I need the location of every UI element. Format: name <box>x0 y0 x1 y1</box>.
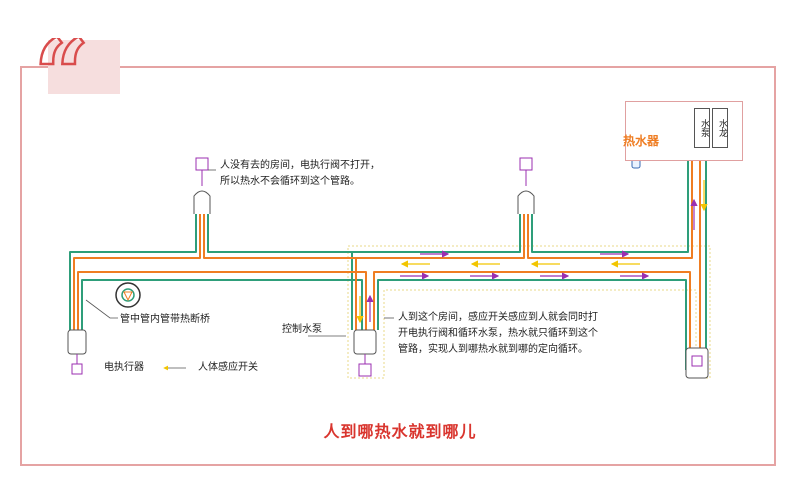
flow-arrows <box>356 180 708 324</box>
water-pump-box: 水泵 <box>694 108 710 148</box>
valves <box>67 157 709 379</box>
quote-mark-icon: “ <box>34 38 120 98</box>
actuator-label: 电执行器 <box>104 362 144 373</box>
valve-middle <box>353 329 377 377</box>
pipe-bridge-label: 管中管内管带热断桥 <box>120 314 210 325</box>
faucet-box: 水龙 <box>712 108 728 148</box>
note-right-line2: 开电执行阀和循环水泵，热水就只循环到这个 <box>398 328 598 339</box>
pipe-section-icon <box>115 282 141 308</box>
diagram-frame <box>20 66 776 466</box>
valve-top-middle <box>517 157 535 214</box>
note-right-line1: 人到这个房间，感应开关感应到人就会同时打 <box>398 312 598 323</box>
note-right-line3: 管路，实现人到哪热水就到哪的定向循环。 <box>398 344 588 355</box>
leader-lines <box>85 169 394 371</box>
diagram-title: 人到哪热水就到哪儿 <box>323 422 477 441</box>
active-loop-outline <box>347 245 711 379</box>
sensor-switch-label: 人体感应开关 <box>198 362 258 373</box>
svg-text:“: “ <box>34 38 89 98</box>
valve-left <box>67 329 87 375</box>
valve-right <box>685 347 709 379</box>
note-top-line1: 人没有去的房间，电执行阀不打开， <box>220 160 380 171</box>
control-pump-label: 控制水泵 <box>282 324 322 335</box>
note-top-line2: 所以热水不会循环到这个管路。 <box>220 176 360 187</box>
main-pipe <box>69 160 707 370</box>
valve-top-left <box>193 157 211 214</box>
water-heater-label: 热水器 <box>623 134 660 148</box>
